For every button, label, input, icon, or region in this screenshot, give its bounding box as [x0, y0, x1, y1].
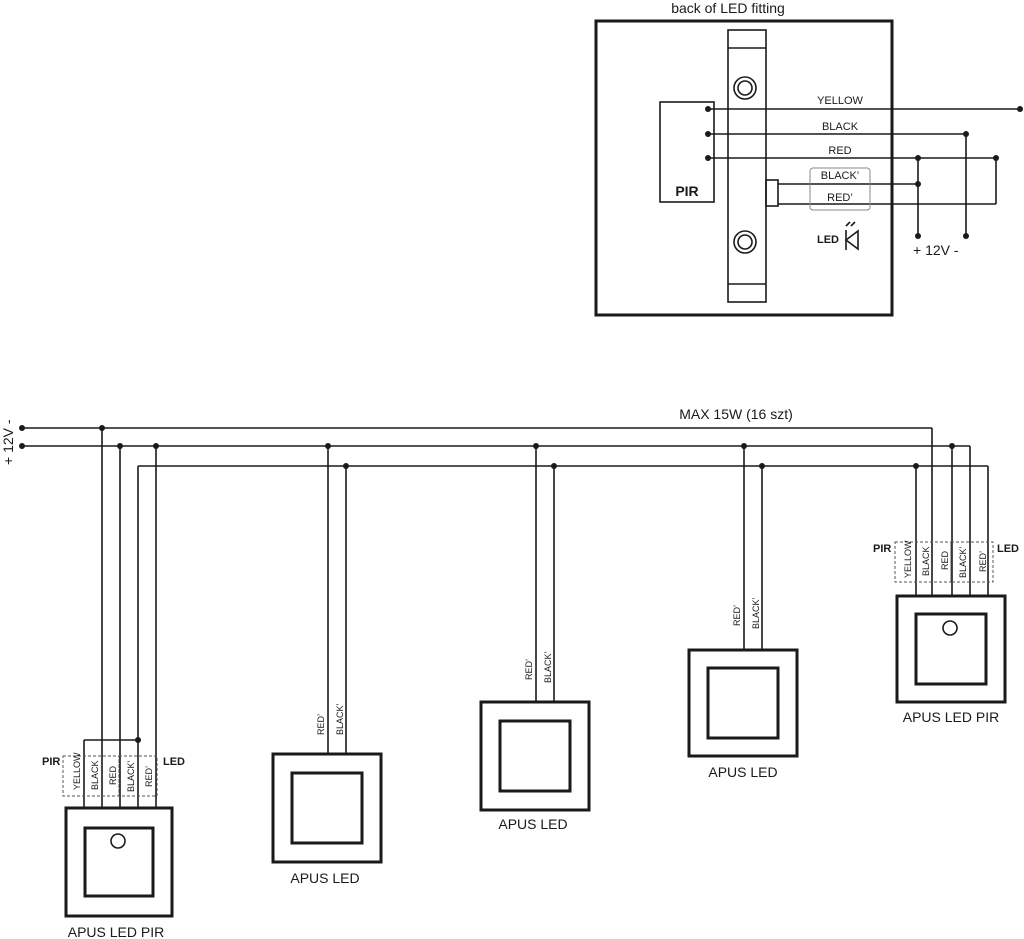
led-wire-group-right [950, 541, 994, 583]
wire-black-prime-u3: BLACK’ [543, 651, 553, 683]
wire-red-prime-u2: RED’ [316, 714, 326, 735]
unit-label-3: APUS LED [498, 816, 567, 832]
unit-apus-led-3 [479, 700, 591, 812]
wire-black-prime-right: BLACK’ [958, 546, 968, 578]
wire-red-prime-left: RED’ [144, 766, 154, 787]
wire-red-prime-u4: RED’ [732, 605, 742, 626]
pir-module [659, 101, 715, 203]
fitting-frame [594, 19, 894, 317]
wire-label-yellow: YELLOW [817, 95, 863, 107]
wire-label-red-prime: RED’ [827, 192, 853, 204]
fitting-rail [727, 29, 767, 303]
wire-red-right: RED [940, 550, 950, 570]
unit-label-5: APUS LED PIR [903, 709, 999, 725]
unit-apus-led-pir-left [64, 806, 174, 918]
led-wire-group [809, 167, 871, 211]
wire-black-prime-u2: BLACK’ [335, 703, 345, 735]
unit-apus-led-4 [687, 648, 799, 758]
unit-label-1: APUS LED PIR [68, 924, 164, 939]
led-diode-icon [844, 221, 859, 251]
wire-label-red: RED [828, 145, 851, 157]
led-tag-right: LED [997, 543, 1019, 555]
supply-label-left: + 12V - [0, 419, 16, 465]
screw-hole-bottom [733, 230, 757, 254]
unit-apus-led-2 [271, 752, 383, 864]
wire-yellow-left: YELLOW [72, 752, 82, 790]
led-symbol-label: LED [817, 234, 839, 246]
pir-label: PIR [675, 183, 698, 199]
wire-black-left: BLACK [90, 760, 100, 790]
pir-sensor-icon [942, 620, 958, 636]
unit-label-2: APUS LED [290, 870, 359, 886]
supply-label-top: + 12V - [913, 242, 959, 258]
wire-red-prime-right: RED’ [978, 551, 988, 572]
wire-red-prime-u3: RED’ [524, 659, 534, 680]
led-tag-left: LED [163, 756, 185, 768]
wire-yellow-right: YELLOW [903, 540, 913, 578]
led-connector [765, 179, 779, 207]
led-wire-group-left [118, 755, 158, 797]
wire-label-black: BLACK [822, 121, 859, 133]
pir-wire-group-right [894, 541, 952, 583]
unit-apus-led-pir-right [895, 594, 1007, 704]
wire-black-right: BLACK [921, 546, 931, 576]
pir-sensor-icon [110, 833, 126, 849]
max-label: MAX 15W (16 szt) [679, 406, 793, 422]
screw-hole-top [733, 76, 757, 100]
pir-tag-right: PIR [873, 543, 891, 555]
pir-tag-left: PIR [42, 756, 60, 768]
fitting-caption: back of LED fitting [671, 0, 785, 16]
wire-red-left: RED [108, 765, 118, 785]
unit-label-4: APUS LED [708, 764, 777, 780]
wire-label-black-prime: BLACK’ [821, 170, 860, 182]
wire-black-prime-u4: BLACK’ [751, 597, 761, 629]
wire-black-prime-left: BLACK’ [126, 760, 136, 792]
